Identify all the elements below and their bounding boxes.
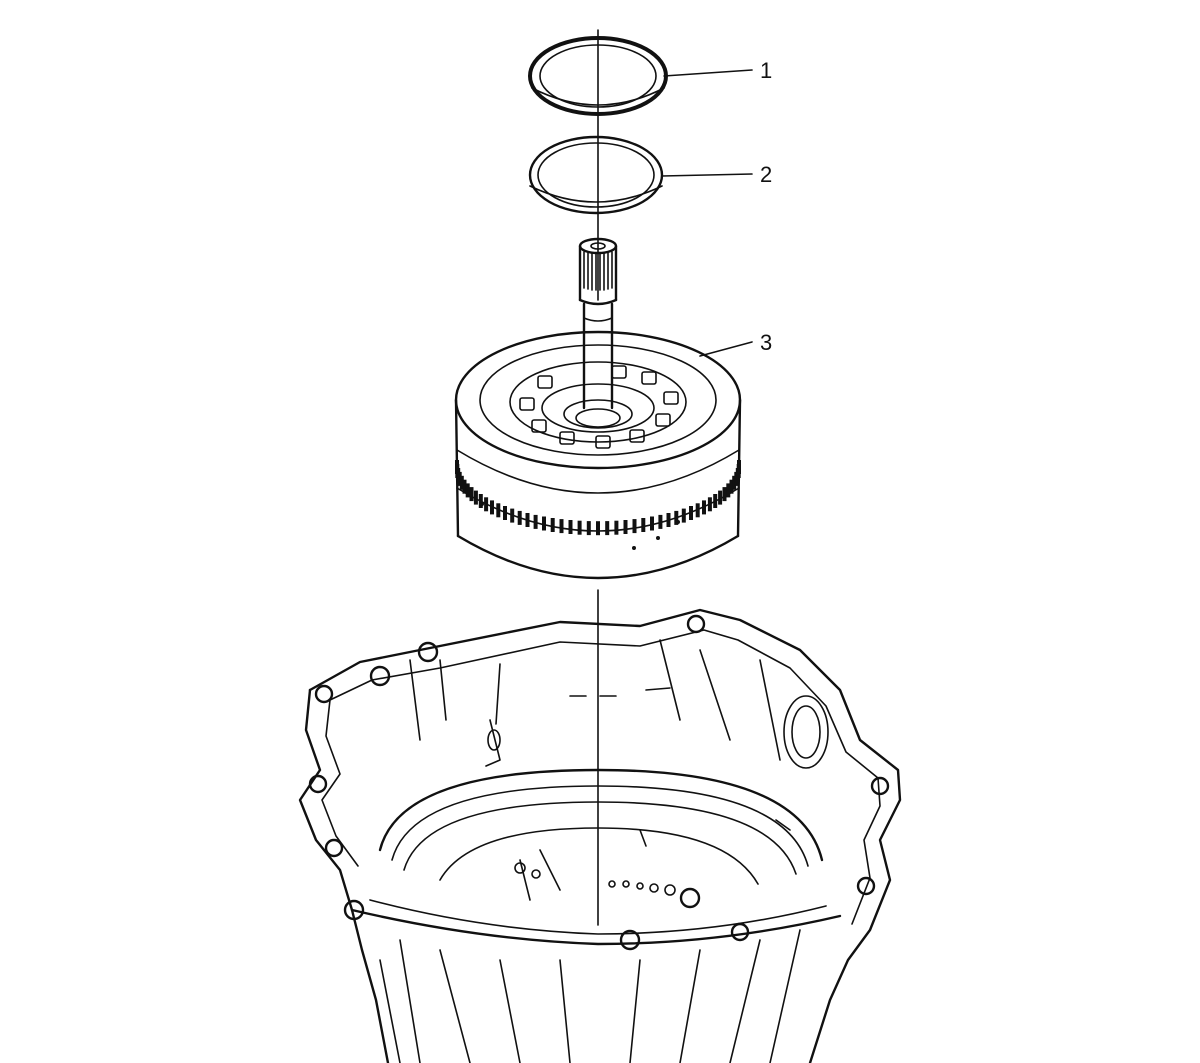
callout-label-3: 3	[760, 330, 772, 355]
drum-slot	[533, 514, 538, 529]
drum-slot	[503, 506, 507, 520]
drum-slot	[650, 516, 654, 531]
drum-slot	[469, 487, 474, 502]
drum-slot	[707, 497, 712, 512]
drum-slot	[473, 490, 478, 505]
callout-3: 3	[699, 330, 772, 357]
drum-slot	[729, 479, 734, 494]
bolt-holes	[308, 614, 890, 951]
drum-slot	[496, 503, 501, 518]
drum-slot	[623, 520, 628, 534]
drum-slot	[732, 475, 737, 490]
drum-slot	[459, 475, 464, 490]
ring-part-2	[528, 135, 664, 215]
drum-slot	[462, 479, 467, 494]
drum-slot	[681, 508, 686, 523]
drum-slot	[641, 518, 646, 532]
callout-2: 2	[661, 162, 772, 187]
drum-slot	[490, 500, 494, 515]
drum-slot	[577, 520, 582, 535]
drum-slot	[614, 520, 619, 535]
drum-slot	[586, 521, 591, 536]
drum-slot	[666, 513, 671, 527]
drum-slot	[478, 494, 483, 508]
drum-slot	[726, 483, 731, 498]
drum-slot	[702, 500, 706, 515]
drum-slot	[689, 506, 693, 520]
drum-slot	[695, 503, 700, 518]
splined-shaft	[578, 237, 618, 410]
drum-slot	[632, 519, 637, 534]
case-inner-details	[379, 639, 829, 1063]
drum-slot	[525, 513, 530, 527]
drum-slot	[457, 471, 462, 486]
drum-slot	[596, 521, 600, 536]
drum-slot	[465, 483, 470, 498]
drum-slots	[455, 460, 741, 536]
drum-slot	[605, 521, 610, 536]
transmission-case	[298, 608, 902, 1063]
drum-slot	[722, 487, 727, 502]
callout-label-1: 1	[760, 58, 772, 83]
drum-slot	[674, 510, 679, 525]
drum-slot	[718, 490, 723, 505]
spring-pockets	[519, 365, 679, 449]
callout-1: 1	[663, 58, 772, 83]
drum-slot	[550, 518, 555, 532]
drum-slot	[510, 508, 515, 523]
drum-slot	[568, 520, 573, 534]
drum-slot	[542, 516, 546, 531]
drum-slot	[737, 460, 741, 474]
drum-slot	[658, 514, 663, 529]
callout-label-2: 2	[760, 162, 772, 187]
drum-slot	[713, 494, 718, 508]
drum-slot	[559, 519, 564, 534]
drum-slot	[484, 497, 489, 512]
drum-slot	[517, 510, 522, 525]
web-holes	[514, 862, 676, 896]
clutch-housing-part-3	[454, 237, 742, 580]
drum-holes	[480, 502, 680, 550]
